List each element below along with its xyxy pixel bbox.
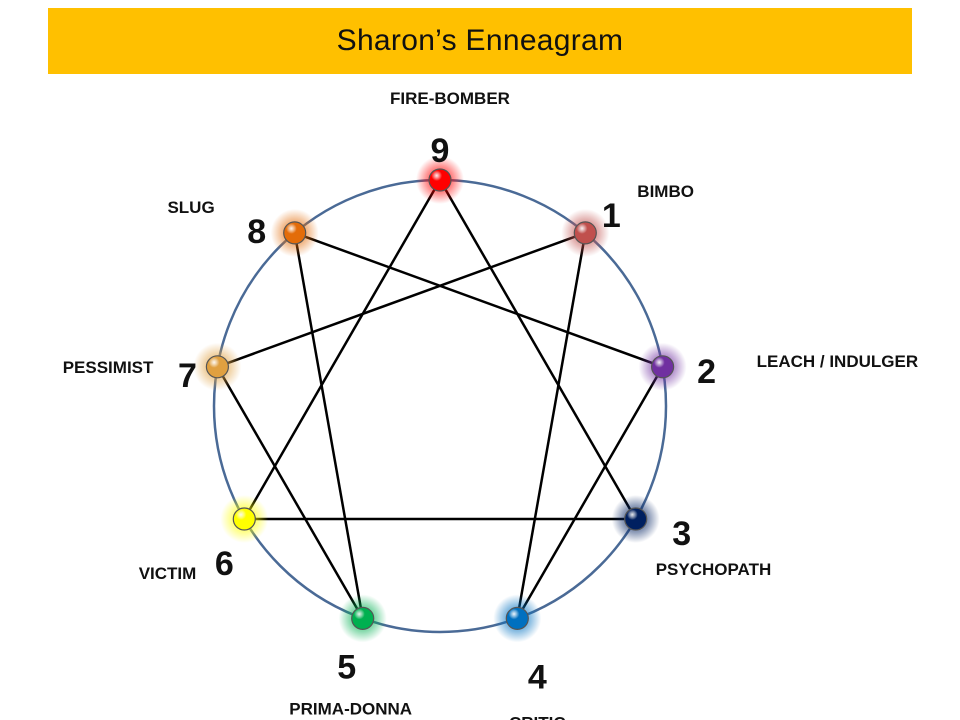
type-label-7: PESSIMIST [63, 358, 154, 377]
connection-line-9-3 [438, 179, 637, 520]
node-dot-3 [624, 507, 648, 531]
connection-line-5-7 [216, 366, 364, 620]
node-dot-9 [428, 168, 452, 192]
connection-line-4-2 [516, 366, 664, 620]
node-type-7 [193, 342, 242, 391]
type-label-6: VICTIM [139, 564, 197, 583]
type-number-5: 5 [337, 648, 356, 686]
connection-line-6-9 [243, 179, 442, 520]
type-number-6: 6 [215, 545, 234, 583]
type-number-4: 4 [528, 658, 547, 696]
type-labels: 9 FIRE-BOMBER 1 BIMBO 2 LEACH / INDULGER 3PSYC… [63, 89, 918, 720]
type-number-9: 9 [431, 132, 450, 170]
page-title: Sharon’s Enneagram [336, 24, 624, 57]
node-type-6 [220, 495, 269, 543]
type-nodes [193, 156, 687, 643]
node-type-2 [638, 342, 687, 391]
node-type-5 [338, 594, 387, 643]
type-label-5: PRIMA-DONNA [289, 699, 412, 718]
node-dot-1 [573, 221, 597, 245]
node-dot-7 [205, 355, 229, 379]
type-number-1: 1 [602, 197, 621, 235]
connection-line-2-8 [294, 231, 664, 368]
node-type-8 [270, 208, 319, 257]
node-dot-5 [351, 606, 375, 631]
connection-line-8-5 [293, 232, 364, 619]
node-dot-6 [232, 507, 256, 531]
node-dot-4 [505, 606, 529, 631]
node-dot-8 [283, 221, 307, 245]
node-type-1 [561, 208, 610, 257]
type-number-7: 7 [178, 357, 197, 395]
connection-lines [216, 179, 664, 620]
title-banner: Sharon’s Enneagram [48, 8, 912, 74]
type-number-3: 3 [672, 515, 691, 553]
type-label-4: CRITIC [509, 713, 566, 720]
type-label-8: SLUG [167, 198, 214, 217]
type-label-3: PSYCHOPATH [656, 560, 772, 579]
connection-line-7-1 [216, 231, 586, 368]
type-number-2: 2 [697, 353, 716, 391]
type-label-2: LEACH / INDULGER [757, 352, 919, 371]
type-number-8: 8 [247, 213, 266, 251]
node-dot-2 [650, 355, 675, 379]
connection-line-1-4 [516, 232, 587, 619]
type-label-9: FIRE-BOMBER [390, 89, 510, 108]
node-type-9 [416, 156, 464, 204]
type-label-1: BIMBO [637, 182, 694, 201]
node-type-4 [493, 594, 542, 643]
node-type-3 [611, 495, 660, 543]
